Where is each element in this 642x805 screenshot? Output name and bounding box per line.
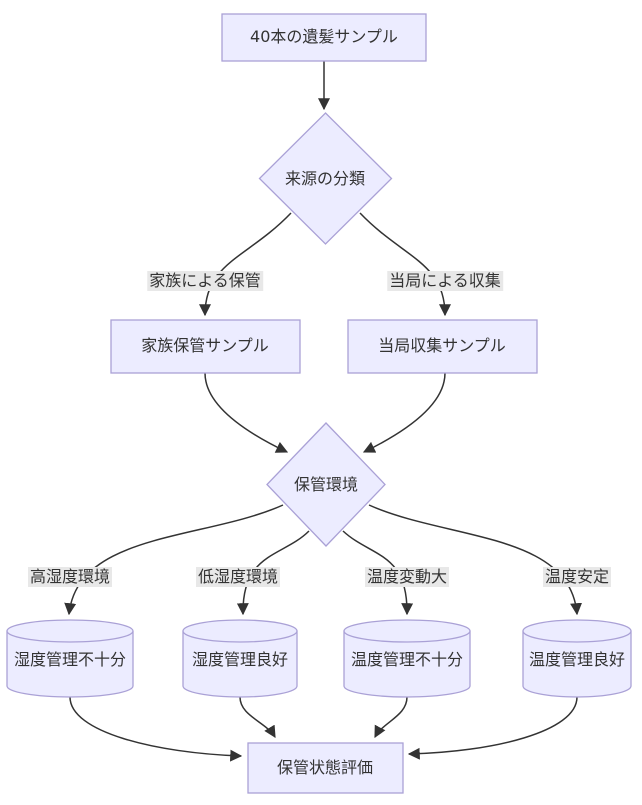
node-humidity-good-label: 湿度管理良好 — [191, 650, 289, 669]
edge-environment-temperature-poor — [342, 530, 414, 616]
edge-label-temp-stable: 温度安定 — [542, 567, 612, 587]
edge-humidity-poor-evaluation — [69, 696, 243, 762]
node-humidity-poor-top — [6, 619, 134, 643]
edge-temperature-poor-evaluation — [374, 696, 408, 739]
node-authority-label: 当局収集サンプル — [378, 336, 506, 355]
edge-humidity-good-evaluation — [239, 696, 276, 739]
node-family-label: 家族保管サンプル — [141, 336, 269, 355]
node-family-shape — [110, 319, 301, 374]
edge-label-temp-variation: 温度変動大 — [364, 567, 450, 587]
edge-family-environment — [204, 372, 289, 453]
edge-source-family — [199, 212, 292, 317]
node-shapes — [6, 13, 632, 794]
edge-label-authority-collect: 当局による収集 — [387, 271, 503, 291]
node-start-label: 40本の遺髪サンプル — [250, 27, 398, 46]
edges — [64, 61, 583, 762]
edge-authority-environment — [362, 372, 446, 453]
node-temperature-poor-label: 温度管理不十分 — [350, 650, 464, 669]
node-humidity-good-top — [182, 619, 298, 643]
node-evaluation-label: 保管状態評価 — [276, 758, 374, 777]
node-source-shape — [258, 112, 393, 245]
node-temperature-poor-top — [343, 619, 471, 643]
edge-label-low-humidity: 低湿度環境 — [195, 567, 281, 587]
node-source-label: 来源の分類 — [284, 169, 366, 188]
edge-environment-temperature-good — [368, 504, 583, 616]
node-authority-shape — [347, 319, 538, 374]
node-humidity-good-shape — [182, 631, 298, 698]
edge-environment-humidity-poor — [64, 504, 284, 616]
edge-source-authority — [359, 212, 451, 317]
node-start-shape — [221, 13, 427, 62]
edge-environment-humidity-good — [236, 530, 310, 616]
node-temperature-good-top — [522, 619, 632, 643]
node-temperature-poor-shape — [343, 631, 471, 698]
node-humidity-poor-label: 湿度管理不十分 — [13, 650, 127, 669]
node-humidity-poor-shape — [6, 631, 134, 698]
edge-temperature-good-evaluation — [407, 696, 578, 760]
node-evaluation-shape — [247, 742, 404, 794]
node-temperature-good-shape — [522, 631, 632, 698]
node-temperature-good-label: 温度管理良好 — [528, 650, 626, 669]
edge-label-family-keep: 家族による保管 — [147, 271, 263, 291]
edge-label-high-humidity: 高湿度環境 — [27, 567, 113, 587]
node-environment-shape — [266, 422, 386, 547]
node-environment-label: 保管環境 — [293, 475, 359, 494]
